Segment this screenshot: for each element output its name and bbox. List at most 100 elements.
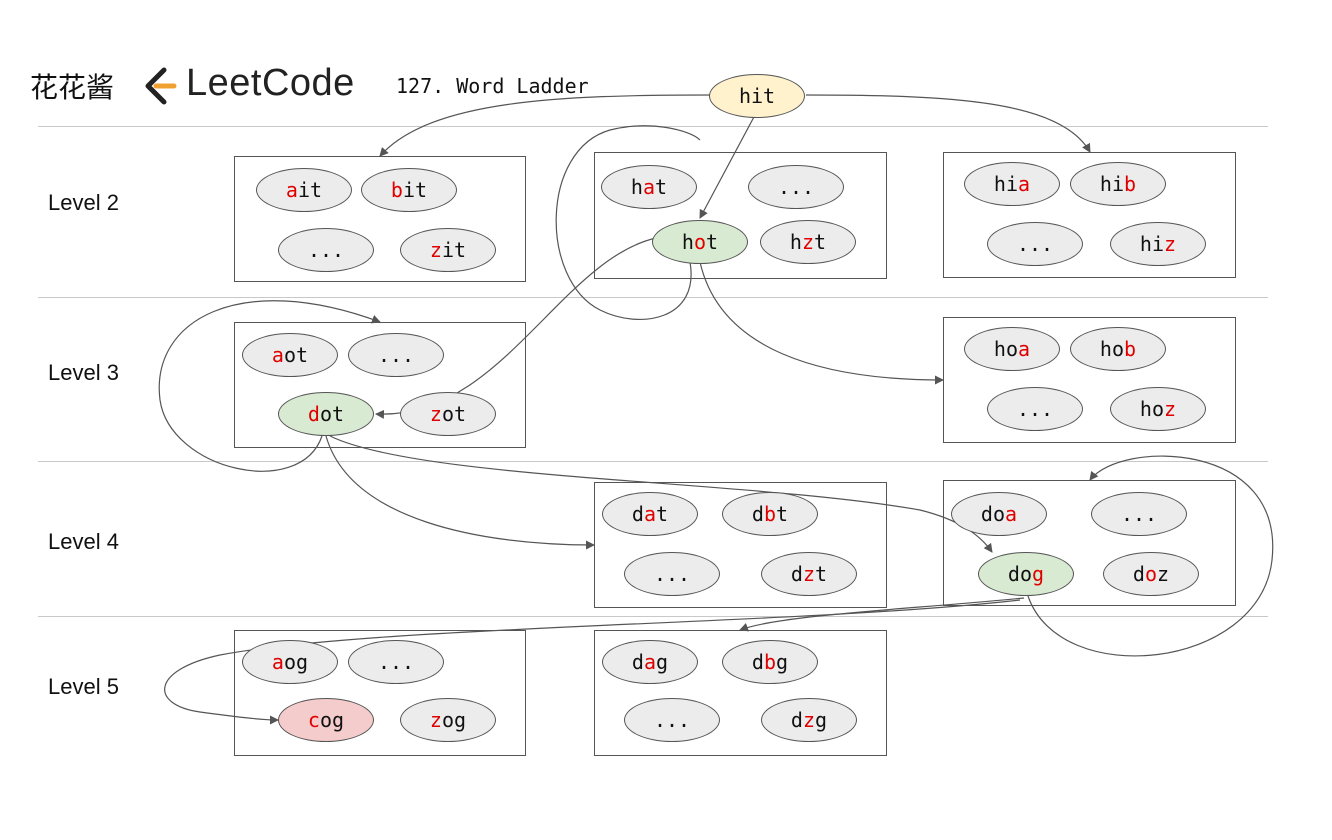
node-text: do [980, 502, 1006, 526]
changed-letter: d [307, 402, 320, 426]
level-label-5: Level 5 [48, 674, 119, 699]
node-text: ... [377, 650, 415, 674]
node-text: it [297, 178, 323, 202]
node-text: og [441, 708, 467, 732]
ellipsis-node: ... [348, 333, 444, 377]
changed-letter: z [429, 238, 442, 262]
changed-letter: z [429, 402, 442, 426]
node-text: d [1132, 562, 1145, 586]
edge-dog-to-l5-second [739, 597, 1025, 632]
changed-letter: b [390, 178, 403, 202]
node-text: z [1157, 562, 1170, 586]
node-text: ot [283, 343, 309, 367]
level-divider [38, 616, 1268, 617]
problem-title: 127. Word Ladder [396, 74, 589, 98]
node-text: ... [377, 343, 415, 367]
changed-letter: g [1032, 562, 1045, 586]
level-divider [38, 461, 1268, 462]
ellipsis-node: ... [348, 640, 444, 684]
brand-name: LeetCode [186, 62, 355, 104]
level-label-3: Level 3 [48, 360, 119, 385]
node-text: h [789, 230, 802, 254]
changed-letter: c [307, 708, 320, 732]
edge-hit-to-l2-third [805, 94, 1091, 153]
node-text: ... [1120, 502, 1158, 526]
edge-hit-to-l2-first [379, 94, 711, 157]
changed-letter: a [643, 502, 657, 526]
node-text: it [402, 178, 428, 202]
changed-letter: a [642, 175, 656, 199]
start-node-hit: hit [709, 74, 805, 118]
node-text: ... [777, 175, 815, 199]
node-text: ho [993, 337, 1019, 361]
node-text: it [441, 238, 467, 262]
changed-letter: a [285, 178, 298, 202]
changed-letter: a [271, 343, 284, 367]
ellipsis-node: ... [1091, 492, 1187, 536]
edge-hot-to-l2-second-self [555, 125, 701, 321]
edge-hot-to-l3-third [699, 261, 944, 385]
node-text: h [630, 175, 643, 199]
node-text: hi [1139, 232, 1165, 256]
node-text: hi [1099, 172, 1125, 196]
changed-letter: a [271, 650, 284, 674]
node-text: ... [307, 238, 345, 262]
node-text: t [815, 562, 828, 586]
changed-letter: b [763, 650, 777, 674]
node-text: do [1007, 562, 1033, 586]
level-divider [38, 297, 1268, 298]
node-text: g [815, 708, 828, 732]
node-text: ot [441, 402, 467, 426]
node-text: t [655, 175, 668, 199]
node-text: ... [653, 708, 691, 732]
changed-letter: a [1018, 172, 1031, 196]
node-text: d [751, 502, 764, 526]
node-text: t [776, 502, 789, 526]
node-text: g [656, 650, 669, 674]
ellipsis-node: ... [748, 165, 844, 209]
ellipsis-node: ... [278, 228, 374, 272]
changed-letter: o [1144, 562, 1158, 586]
ellipsis-node: ... [624, 552, 720, 596]
node-text: d [751, 650, 764, 674]
node-text: og [319, 708, 345, 732]
edge-dog-to-l4-third-self [1027, 455, 1274, 657]
edge-dot-to-l3-first-self [158, 300, 381, 472]
level-label-4: Level 4 [48, 529, 119, 554]
node-text: g [776, 650, 789, 674]
node-text: ... [1016, 232, 1054, 256]
node-text: ... [653, 562, 691, 586]
changed-letter: z [1164, 397, 1177, 421]
changed-letter: o [693, 230, 707, 254]
changed-letter: b [763, 502, 777, 526]
node-text: ot [319, 402, 345, 426]
node-text: ... [1016, 397, 1054, 421]
node-text: ho [1139, 397, 1165, 421]
ellipsis-node: ... [987, 222, 1083, 266]
ellipsis-node: ... [987, 387, 1083, 431]
brand-chinese-name: 花花酱 [30, 71, 115, 104]
changed-letter: z [429, 708, 442, 732]
